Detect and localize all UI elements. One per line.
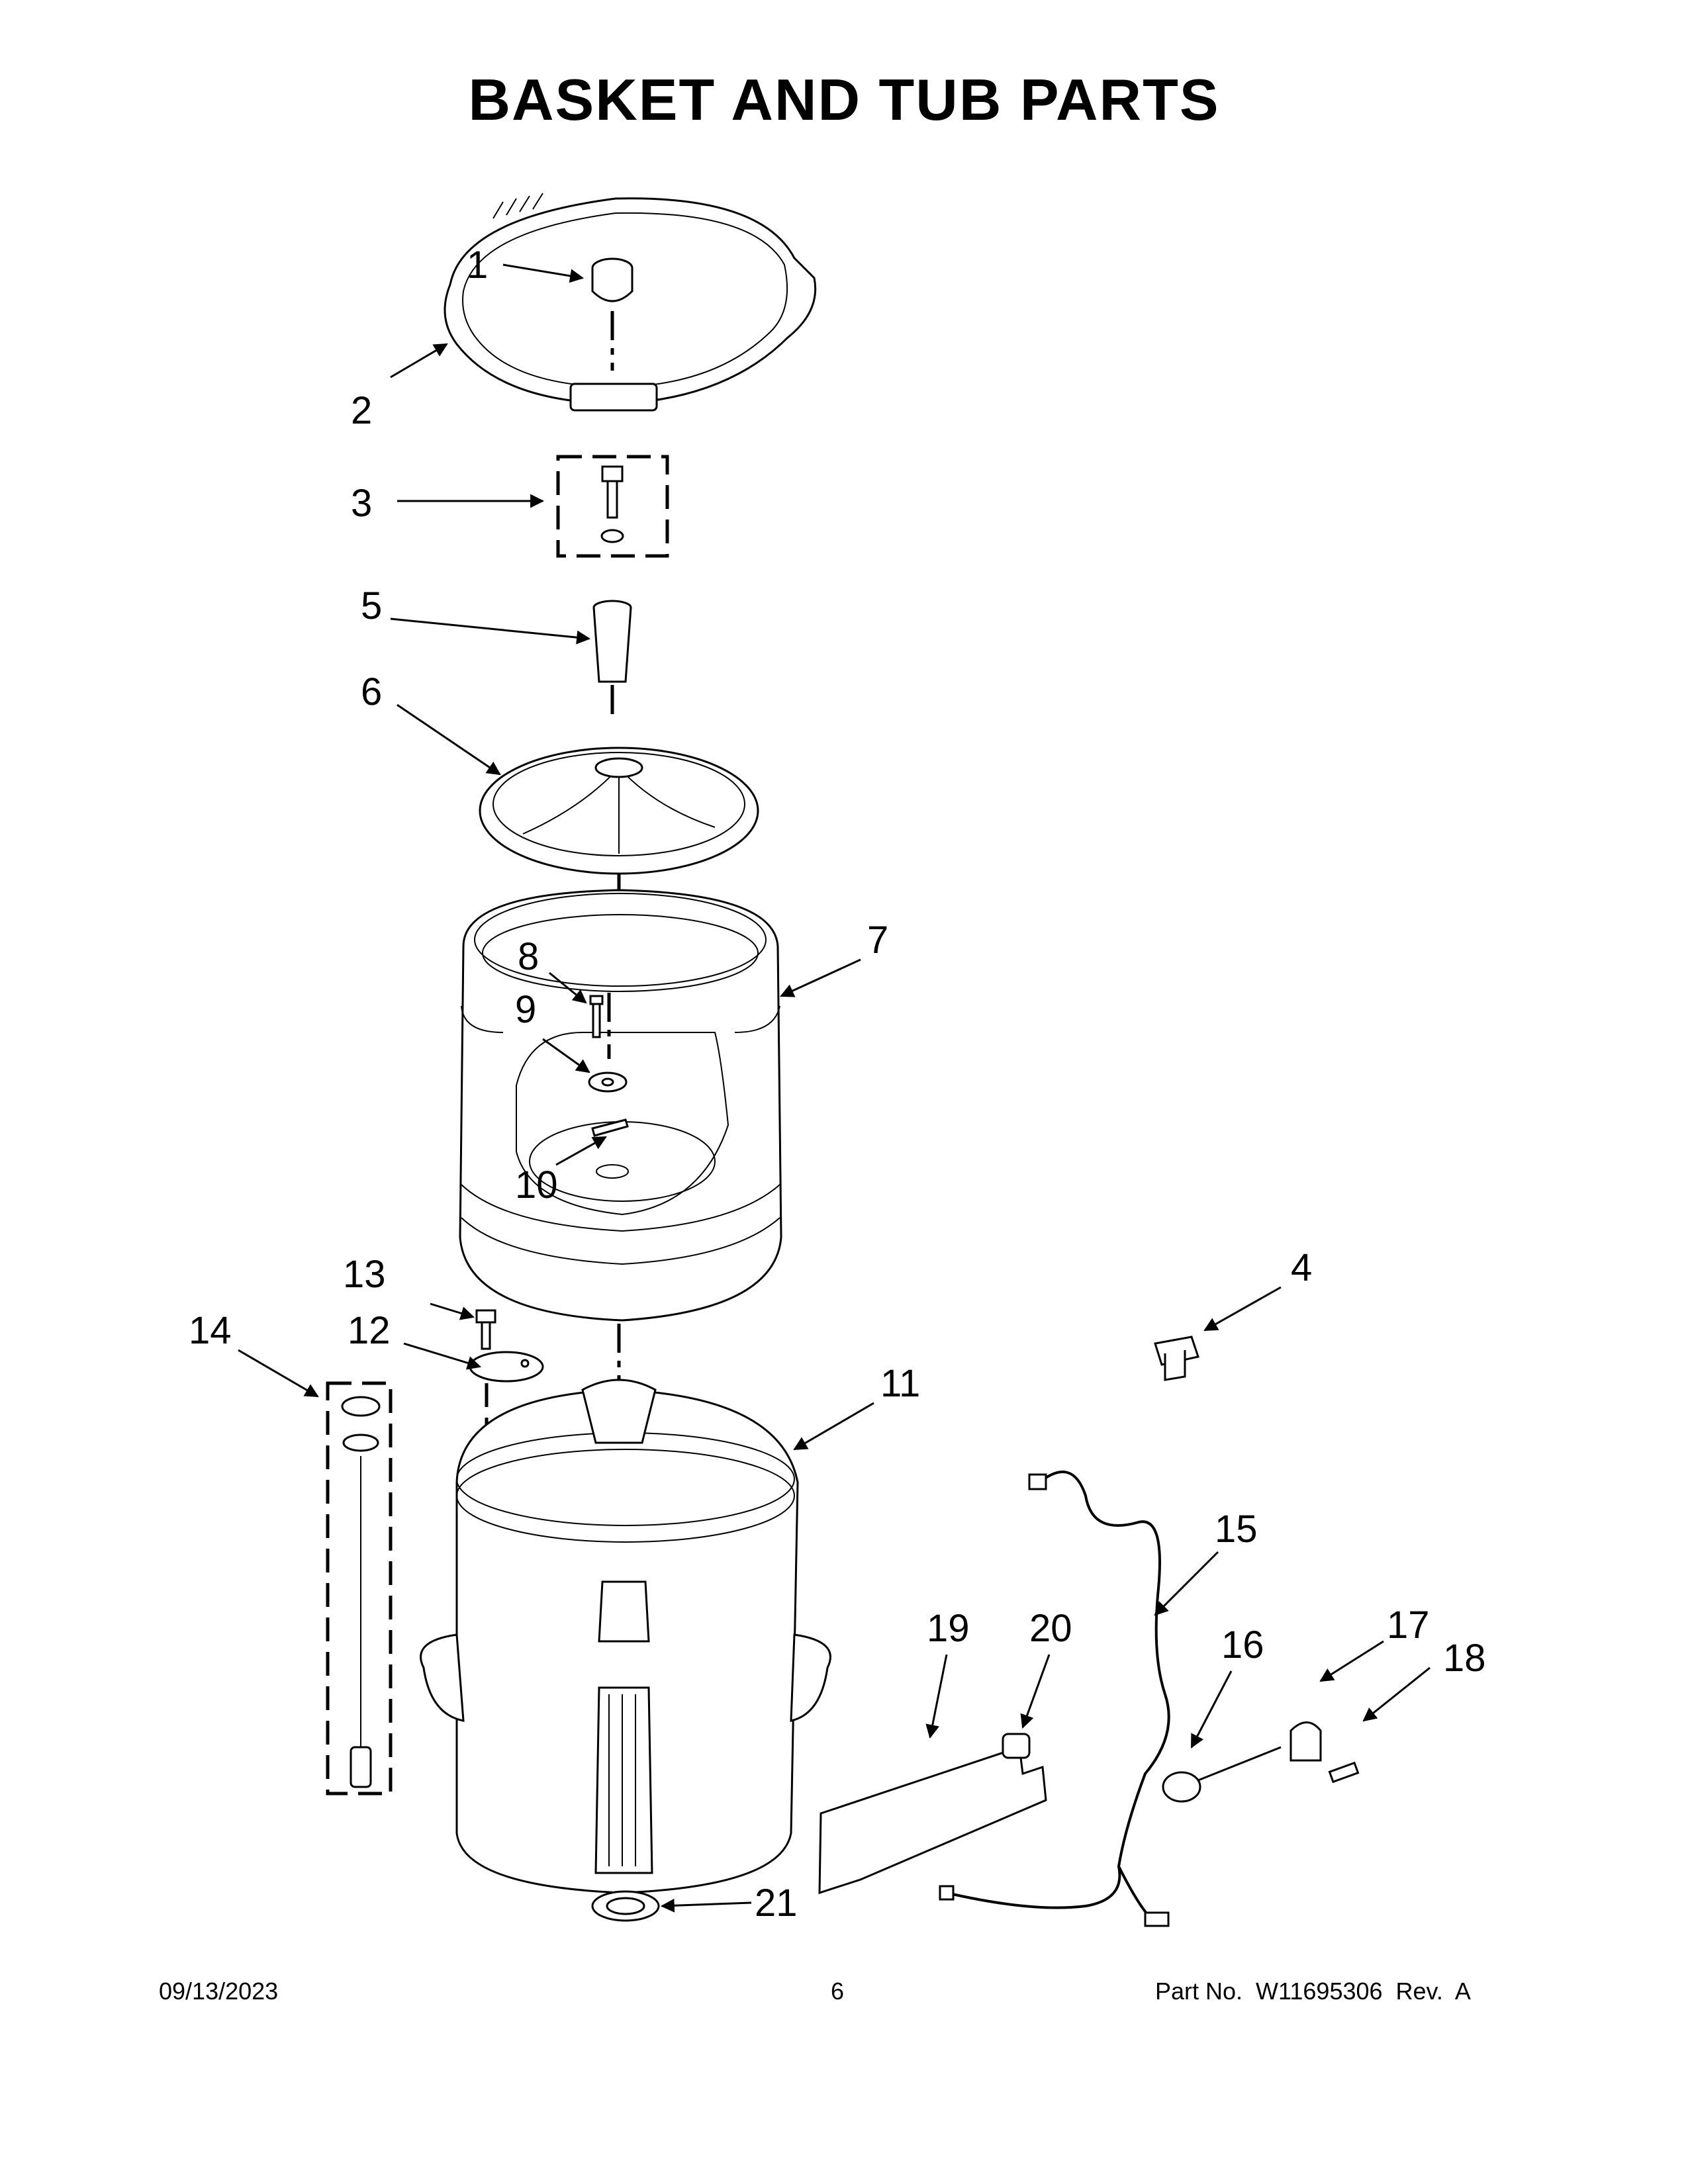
callout-20: 20: [1029, 1607, 1072, 1650]
callout-17: 17: [1387, 1604, 1430, 1647]
part-6-impeller: [479, 747, 759, 875]
page-title: BASKET AND TUB PARTS: [468, 67, 1220, 132]
part-11-outer-tub: [420, 1379, 831, 1894]
callout-10: 10: [515, 1163, 558, 1206]
part-5-sleeve: [592, 600, 632, 721]
callout-7: 7: [867, 919, 888, 962]
callout-4: 4: [1291, 1246, 1312, 1289]
part-14-suspension-kit: [326, 1381, 393, 1796]
part-3-bolt-kit: [556, 455, 669, 558]
part-19-label: [818, 1745, 1047, 1895]
part-15-wire-harness: [939, 1471, 1170, 1927]
leader-arrows: [238, 263, 1430, 1913]
footer-page-number: 6: [831, 1978, 845, 2005]
callout-12: 12: [348, 1309, 391, 1352]
part-8-screw: [589, 995, 604, 1038]
callout-9: 9: [515, 988, 536, 1031]
part-13-bolt: [475, 1309, 496, 1350]
callout-5: 5: [361, 584, 382, 627]
part-7-basket: [459, 889, 782, 1322]
part-12-plate: [469, 1351, 544, 1383]
part-9-hub: [588, 1071, 628, 1093]
callout-16: 16: [1221, 1623, 1264, 1666]
callout-13: 13: [343, 1253, 386, 1296]
part-18-screw: [1328, 1761, 1360, 1784]
callout-21: 21: [755, 1882, 798, 1925]
callout-2: 2: [351, 389, 372, 432]
callout-18: 18: [1443, 1637, 1486, 1680]
part-20-plug: [1002, 1733, 1031, 1759]
callout-labels: 1 2 3 4 5 6 7 8 9 10 11 12 13 14 15 16 1…: [189, 244, 1486, 1925]
callout-8: 8: [518, 935, 539, 978]
part-4-clip: [1154, 1336, 1199, 1381]
callout-1: 1: [467, 244, 488, 287]
footer-part-number: Part No. W11695306 Rev. A: [1155, 1978, 1471, 2005]
part-1-agitator-cap: [591, 257, 633, 302]
part-16-grommet: [1162, 1746, 1282, 1803]
callout-19: 19: [927, 1607, 970, 1650]
part-21-tub-seal: [591, 1890, 660, 1922]
callout-3: 3: [351, 482, 372, 525]
callout-15: 15: [1215, 1508, 1258, 1551]
part-10-clip: [591, 1118, 629, 1137]
part-2-basket-lid: [444, 193, 817, 412]
callout-14: 14: [189, 1309, 232, 1352]
footer-date: 09/13/2023: [159, 1978, 279, 2005]
callout-11: 11: [880, 1362, 920, 1405]
callout-6: 6: [361, 670, 382, 713]
part-17-bracket: [1289, 1721, 1322, 1762]
